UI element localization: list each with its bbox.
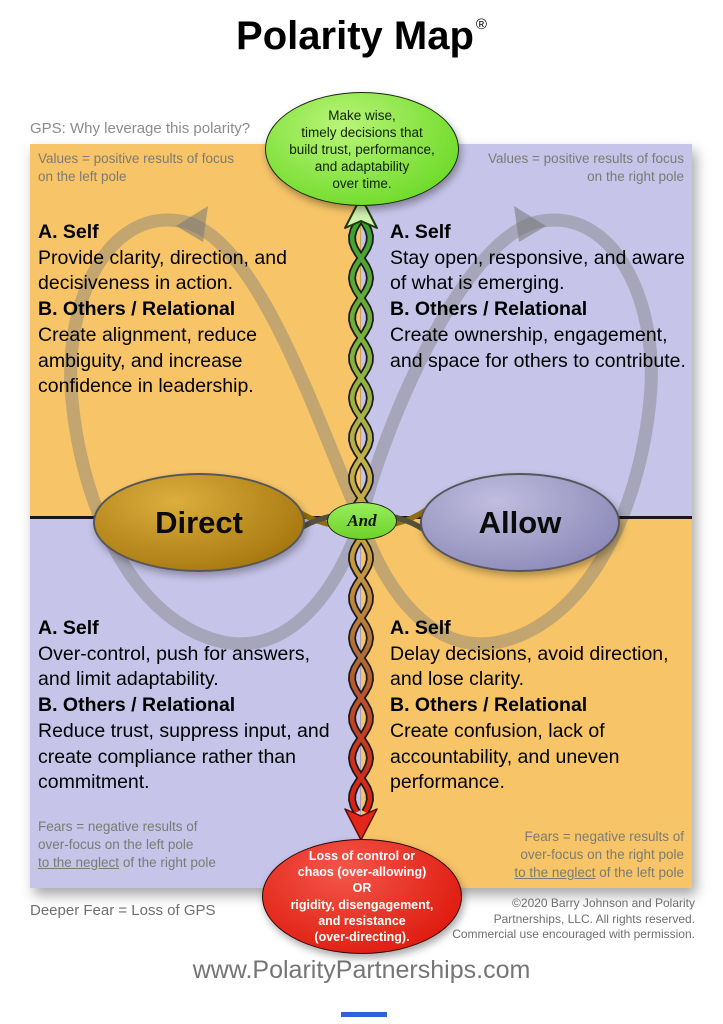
br-heading-others: B. Others / Relational	[390, 694, 588, 717]
fears-left-underlined: to the neglect	[38, 854, 120, 870]
tr-body-self: Stay open, responsive, and aware of what…	[390, 246, 685, 295]
fears-right-note: Fears = negative results of over-focus o…	[514, 828, 684, 881]
quadrant-bottom-right-text: A. Self Delay decisions, avoid direction…	[390, 616, 692, 796]
and-ellipse: And	[327, 502, 397, 540]
deeper-fear-ellipse: Loss of control or chaos (over-allowing)…	[262, 839, 462, 954]
tl-heading-others: B. Others / Relational	[38, 298, 236, 321]
fears-right-line1: Fears = negative results of	[524, 829, 684, 844]
purpose-line: over time.	[332, 175, 392, 191]
values-right-line1: Values = positive results of focus	[488, 151, 684, 166]
tl-body-self: Provide clarity, direction, and decisive…	[38, 246, 287, 295]
copyright-line3: Commercial use encouraged with permissio…	[452, 927, 695, 942]
tr-heading-others: B. Others / Relational	[390, 298, 588, 321]
copyright-line2: Partnerships, LLC. All rights reserved.	[493, 911, 695, 926]
bl-body-others: Reduce trust, suppress input, and create…	[38, 719, 330, 794]
bl-body-self: Over-control, push for answers, and limi…	[38, 642, 311, 691]
bottom-blue-mark	[341, 1012, 387, 1017]
quadrant-top-left-text: A. Self Provide clarity, direction, and …	[38, 220, 340, 400]
registered-mark: ®	[475, 16, 487, 33]
tl-body-others: Create alignment, reduce ambiguity, and …	[38, 323, 257, 398]
fear-line: OR	[352, 881, 372, 896]
right-pole-label: Allow	[478, 504, 562, 540]
gps-question: GPS: Why leverage this polarity?	[30, 120, 251, 137]
fears-right-underlined: to the neglect	[514, 864, 596, 880]
purpose-line: build trust, performance,	[289, 141, 435, 157]
tr-heading-self: A. Self	[390, 221, 451, 243]
quadrant-bottom-left-bg	[30, 518, 361, 888]
website-link[interactable]: www.PolarityPartnerships.com	[192, 956, 531, 984]
fears-left-line1: Fears = negative results of	[38, 819, 198, 834]
tl-heading-self: A. Self	[38, 221, 99, 243]
bl-heading-self: A. Self	[38, 617, 99, 639]
purpose-line: and adaptability	[314, 158, 410, 174]
greater-purpose-ellipse: Make wise, timely decisions that build t…	[265, 92, 459, 206]
fears-right-rest: of the left pole	[595, 864, 684, 880]
copyright-notice: ©2020 Barry Johnson and Polarity Partner…	[452, 896, 695, 943]
fears-left-note: Fears = negative results of over-focus o…	[38, 818, 216, 871]
deeper-fear-label: Deeper Fear = Loss of GPS	[30, 902, 216, 919]
br-body-others: Create confusion, lack of accountability…	[390, 719, 620, 794]
br-heading-self: A. Self	[390, 617, 451, 639]
fear-line: and resistance	[318, 913, 406, 928]
fear-line: Loss of control or	[308, 848, 416, 863]
copyright-line1: ©2020 Barry Johnson and Polarity	[512, 896, 695, 910]
fear-line: (over-directing).	[314, 930, 410, 944]
and-label: And	[347, 511, 377, 530]
values-left-line1: Values = positive results of focus	[38, 151, 234, 166]
fears-right-line2: over-focus on the right pole	[520, 846, 684, 862]
bl-heading-others: B. Others / Relational	[38, 694, 236, 717]
fear-line: rigidity, disengagement,	[290, 897, 434, 912]
right-pole-ellipse: Allow	[420, 473, 620, 572]
tr-body-others: Create ownership, engagement, and space …	[390, 323, 686, 372]
fears-left-line2: over-focus on the left pole	[38, 836, 194, 852]
fear-line: chaos (over-allowing)	[297, 865, 427, 879]
values-left-note: Values = positive results of focus on th…	[38, 150, 234, 186]
purpose-line: timely decisions that	[301, 124, 423, 140]
left-pole-ellipse: Direct	[93, 473, 305, 572]
purpose-line: Make wise,	[328, 107, 396, 123]
values-right-line2: on the right pole	[587, 168, 684, 184]
quadrant-bottom-right-bg	[361, 518, 692, 888]
quadrant-bottom-left-text: A. Self Over-control, push for answers, …	[38, 616, 340, 796]
br-body-self: Delay decisions, avoid direction, and lo…	[390, 642, 669, 691]
quadrant-top-right-text: A. Self Stay open, responsive, and aware…	[390, 220, 692, 374]
title-text: Polarity Map	[236, 14, 474, 58]
fears-left-rest: of the right pole	[119, 854, 216, 870]
values-left-line2: on the left pole	[38, 168, 127, 184]
values-right-note: Values = positive results of focus on th…	[488, 150, 684, 186]
left-pole-label: Direct	[155, 504, 243, 540]
page-title: Polarity Map®	[0, 14, 723, 59]
